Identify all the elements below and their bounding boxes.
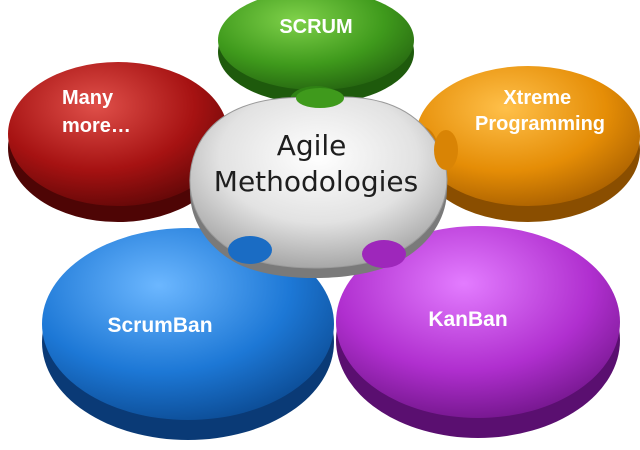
many-more-label: Many more… <box>62 87 131 137</box>
scrum-piece: SCRUM <box>218 0 414 114</box>
kanban-piece: KanBan <box>336 226 620 438</box>
central-hub-piece: Agile Methodologies <box>189 88 458 279</box>
scrumban-piece: ScrumBan <box>42 228 334 440</box>
scrumban-label: ScrumBan <box>107 314 212 337</box>
scrum-label: SCRUM <box>279 16 352 38</box>
kanban-label: KanBan <box>428 308 507 331</box>
xtreme-programming-label: Xtreme Programming <box>475 87 605 135</box>
many-more-piece: Many more… <box>8 62 228 222</box>
hub-title: Agile Methodologies <box>214 129 418 198</box>
